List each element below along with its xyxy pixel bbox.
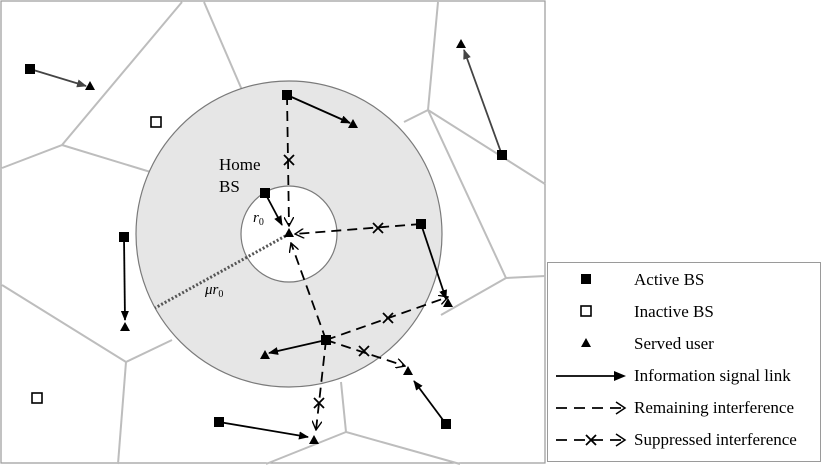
served-users <box>85 39 466 444</box>
dashed-arrow-icon <box>556 401 627 415</box>
legend-item-info-link: Information signal link <box>548 363 820 389</box>
active-bs-marker <box>441 419 451 429</box>
r0-subscript: 0 <box>259 217 264 228</box>
legend: Active BS Inactive BS Served user Inform… <box>547 262 821 462</box>
user-marker <box>443 298 453 307</box>
active-bs-marker <box>497 150 507 160</box>
active-bs-marker <box>214 417 224 427</box>
legend-label-suppressed: Suppressed interference <box>634 430 797 449</box>
user-marker <box>284 228 294 237</box>
legend-label-remaining: Remaining interference <box>634 398 795 417</box>
legend-label-served-user: Served user <box>634 334 714 353</box>
legend-item-active-bs: Active BS <box>548 267 820 293</box>
legend-item-inactive-bs: Inactive BS <box>548 299 820 325</box>
information-links <box>29 49 503 440</box>
user-marker <box>260 350 270 359</box>
active-bs-marker <box>282 90 292 100</box>
legend-label-active-bs: Active BS <box>634 270 705 289</box>
served-user-icon <box>581 338 591 347</box>
inactive-bs-marker <box>31 392 43 404</box>
legend-label-inactive-bs: Inactive BS <box>634 302 714 321</box>
legend-item-suppressed: Suppressed interference <box>548 427 820 453</box>
suppression-marks <box>283 154 394 409</box>
user-marker <box>403 366 413 375</box>
inactive-bs-icon <box>580 305 592 317</box>
user-marker <box>85 81 95 90</box>
mu-r0-radius <box>154 232 290 310</box>
active-bss <box>25 64 507 429</box>
active-bs-icon <box>581 274 591 284</box>
home-bs-label-line1: Home <box>219 155 261 174</box>
mu-r0-subscript: 0 <box>218 289 223 300</box>
active-bs-marker <box>321 335 331 345</box>
active-bs-marker <box>119 232 129 242</box>
active-bs-marker <box>416 219 426 229</box>
user-marker <box>309 435 319 444</box>
r0-label: r0 <box>253 210 264 228</box>
active-bs-marker <box>25 64 35 74</box>
mu-r0-label: μr0 <box>204 282 223 300</box>
home-bs-marker <box>260 188 270 198</box>
cell-boundaries <box>1 1 546 465</box>
solid-arrow-icon <box>556 371 626 381</box>
user-marker <box>120 322 130 331</box>
inactive-bss <box>31 116 162 404</box>
user-marker <box>348 119 358 128</box>
inactive-bs-marker <box>150 116 162 128</box>
legend-item-served-user: Served user <box>548 331 820 357</box>
suppressed-arrow-icon <box>556 433 627 447</box>
home-bs-label-line2: BS <box>219 177 240 196</box>
legend-item-remaining: Remaining interference <box>548 395 820 421</box>
user-marker <box>456 39 466 48</box>
legend-label-info-link: Information signal link <box>634 366 791 385</box>
